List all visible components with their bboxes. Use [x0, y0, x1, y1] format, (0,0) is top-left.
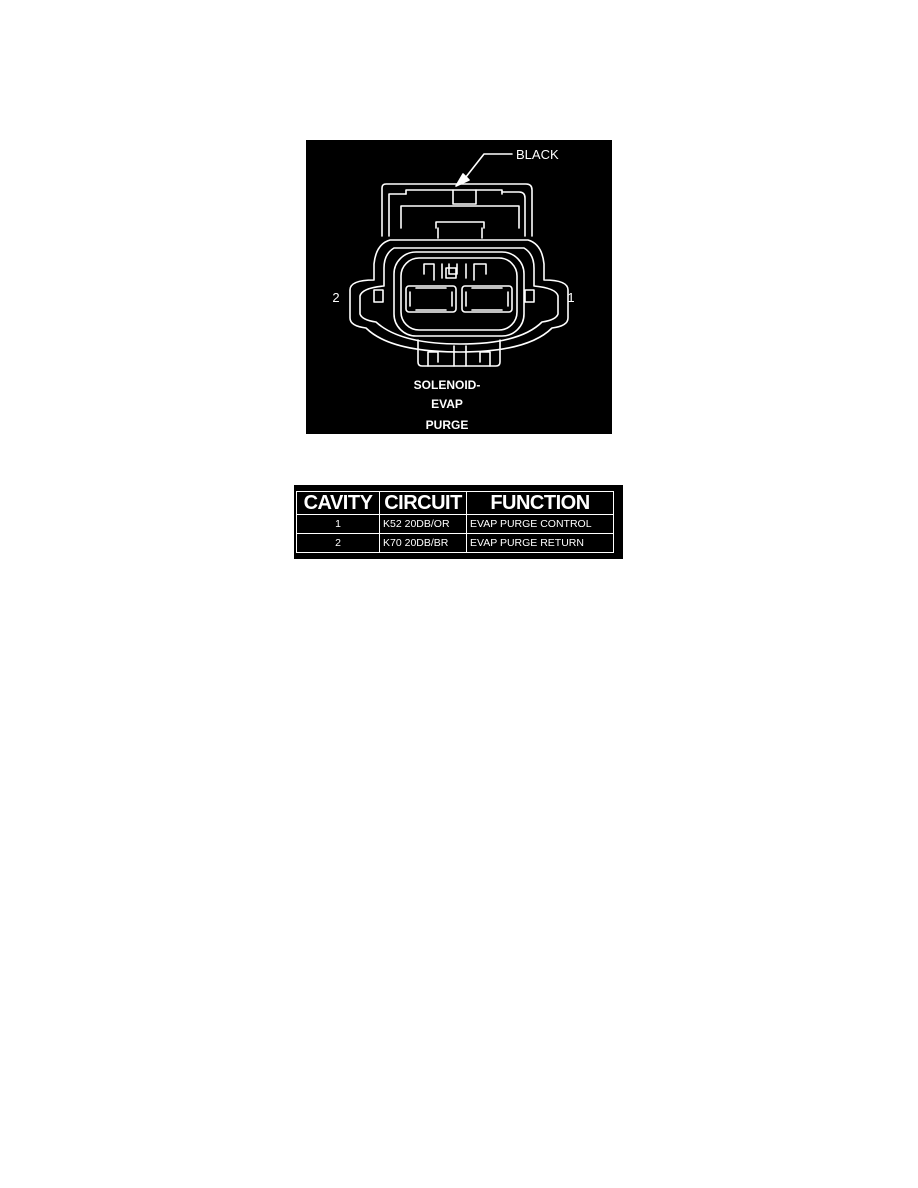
wire-exit: [417, 339, 501, 367]
terminal-block-inner: [400, 257, 518, 331]
title-line-1: SOLENOID-: [414, 378, 481, 392]
function-cell: EVAP PURGE CONTROL: [466, 514, 614, 534]
black-leader-line: [461, 153, 513, 183]
housing-inner-top-right: [501, 191, 526, 237]
table-header-row: CAVITY CIRCUIT FUNCTION: [296, 491, 614, 515]
left-lock: [373, 289, 384, 303]
latch-center: [435, 221, 485, 229]
cavity-1-inner: [465, 287, 509, 311]
title-line-2: EVAP: [431, 397, 463, 411]
terminal-block-outer: [393, 251, 525, 337]
pin-1-label: 1: [567, 290, 574, 305]
circuit-cell: K52 20DB/OR: [379, 514, 467, 534]
cavity-cell: 2: [296, 533, 380, 553]
connector-housing-inner: [359, 247, 559, 345]
cavity-2: [405, 285, 457, 313]
pinout-table-panel: CAVITY CIRCUIT FUNCTION 1 K52 20DB/OR EV…: [294, 485, 623, 559]
title-line-3: PURGE: [426, 418, 469, 432]
connector-diagram: BLACK 2 1 SOLENOID- EVAP PURGE: [306, 140, 612, 434]
connector-housing-outer: [349, 239, 569, 353]
connector-drawing: BLACK 2 1 SOLENOID- EVAP PURGE: [332, 147, 574, 432]
cavity-1: [461, 285, 513, 313]
latch-center-col: [437, 227, 483, 239]
black-arrow-head: [455, 173, 470, 187]
function-cell: EVAP PURGE RETURN: [466, 533, 614, 553]
header-circuit: CIRCUIT: [379, 491, 467, 515]
header-function: FUNCTION: [466, 491, 614, 515]
table-row: 2 K70 20DB/BR EVAP PURGE RETURN: [296, 533, 614, 553]
circuit-cell: K70 20DB/BR: [379, 533, 467, 553]
latch-tab: [452, 189, 477, 205]
wire-exit-detail: [427, 345, 491, 367]
terminal-top-ribs: [423, 263, 487, 281]
latch-bridge: [400, 205, 520, 229]
housing-latch: [405, 189, 503, 195]
connector-housing-top: [381, 183, 533, 237]
table-row: 1 K52 20DB/OR EVAP PURGE CONTROL: [296, 514, 614, 534]
cavity-2-inner: [409, 287, 453, 311]
pinout-table: CAVITY CIRCUIT FUNCTION 1 K52 20DB/OR EV…: [296, 491, 614, 553]
housing-inner-top: [388, 193, 407, 237]
color-label: BLACK: [516, 147, 559, 162]
cavity-cell: 1: [296, 514, 380, 534]
header-cavity: CAVITY: [296, 491, 380, 515]
right-lock: [524, 289, 535, 303]
terminal-key: [445, 267, 457, 279]
pin-2-label: 2: [332, 290, 339, 305]
